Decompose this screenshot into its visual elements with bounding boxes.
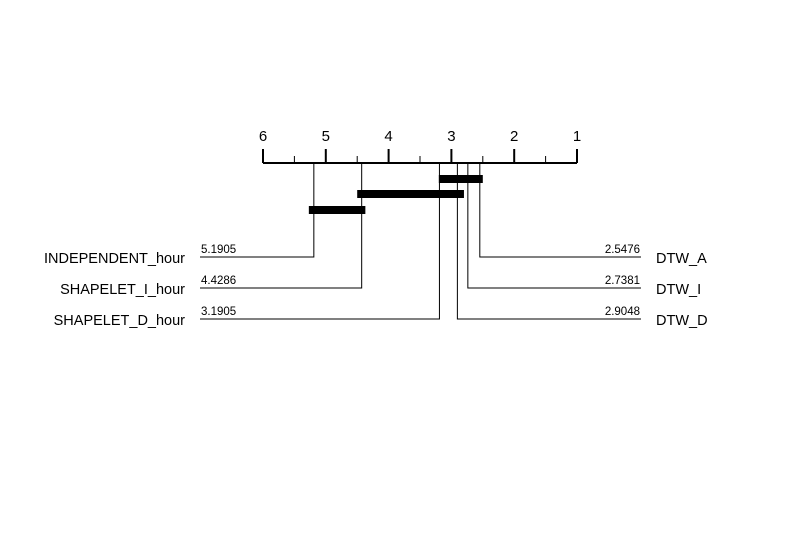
- method-line: [200, 163, 315, 258]
- method-line: [467, 163, 641, 289]
- method-label: DTW_I: [656, 282, 701, 298]
- rank-label: 5.1905: [201, 244, 236, 256]
- tick-label: 6: [259, 128, 267, 145]
- clique-bar: [308, 206, 366, 214]
- rank-label: 2.9048: [605, 306, 640, 318]
- tick-label: 2: [510, 128, 518, 145]
- method-line: [456, 163, 641, 320]
- method-line: [479, 163, 641, 258]
- method-label: INDEPENDENT_hour: [44, 251, 185, 267]
- method-label: SHAPELET_D_hour: [54, 313, 186, 329]
- rank-label: 4.4286: [201, 275, 236, 287]
- rank-label: 2.5476: [605, 244, 640, 256]
- tick-label: 3: [447, 128, 455, 145]
- rank-axis: 6 5 4 3 2 1: [259, 128, 581, 164]
- clique-bar: [438, 175, 483, 183]
- method-label: DTW_A: [656, 251, 707, 267]
- method-line: [200, 163, 440, 320]
- method-label: DTW_D: [656, 313, 708, 329]
- method-line: [200, 163, 363, 289]
- rank-label: 3.1905: [201, 306, 236, 318]
- tick-label: 1: [573, 128, 581, 145]
- tick-label: 5: [322, 128, 330, 145]
- clique-bars: [308, 175, 483, 214]
- clique-bar: [357, 190, 464, 198]
- tick-label: 4: [384, 128, 392, 145]
- rank-label: 2.7381: [605, 275, 640, 287]
- method-label: SHAPELET_I_hour: [60, 282, 185, 298]
